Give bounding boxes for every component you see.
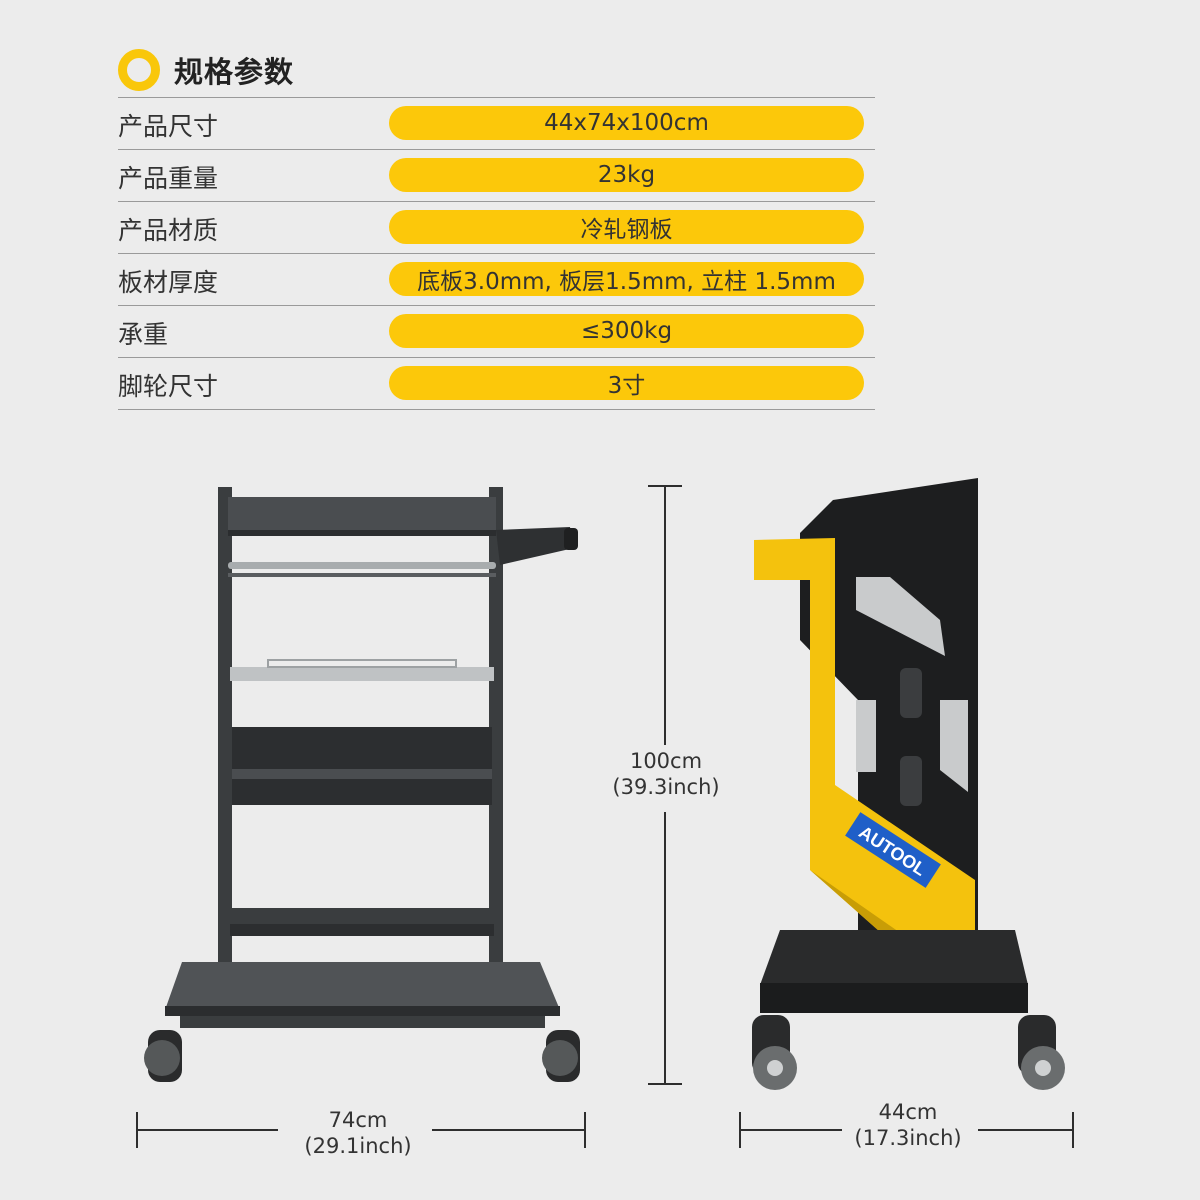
spec-row: 脚轮尺寸 3寸 — [118, 357, 875, 410]
spec-label: 脚轮尺寸 — [118, 372, 219, 401]
spec-row: 板材厚度 底板3.0mm, 板层1.5mm, 立柱 1.5mm — [118, 253, 875, 305]
dimension-lines — [136, 485, 1074, 1148]
depth-dimension: 44cm (17.3inch) — [840, 1099, 976, 1151]
spec-label: 产品尺寸 — [118, 112, 219, 141]
width-cm: 74cm — [328, 1108, 388, 1132]
spec-label: 产品材质 — [118, 216, 219, 245]
width-inch: (29.1inch) — [304, 1134, 412, 1158]
spec-label: 承重 — [118, 320, 169, 349]
spec-row: 产品尺寸 44x74x100cm — [118, 97, 875, 149]
spec-value: 23kg — [389, 158, 864, 192]
spec-value: 冷轧钢板 — [389, 210, 864, 244]
spec-title: 规格参数 — [174, 55, 295, 89]
width-dimension: 74cm (29.1inch) — [290, 1107, 426, 1159]
spec-value: ≤300kg — [389, 314, 864, 348]
height-cm: 100cm — [629, 749, 703, 773]
depth-inch: (17.3inch) — [854, 1126, 962, 1150]
spec-row: 承重 ≤300kg — [118, 305, 875, 357]
cart-side-view: AUTOOL — [752, 478, 1065, 1090]
spec-row: 产品重量 23kg — [118, 149, 875, 201]
spec-header: 规格参数 — [118, 48, 294, 92]
ring-icon — [118, 49, 160, 91]
spec-value: 底板3.0mm, 板层1.5mm, 立柱 1.5mm — [389, 262, 864, 296]
cart-front-view — [144, 487, 580, 1082]
spec-row: 产品材质 冷轧钢板 — [118, 201, 875, 253]
height-dimension: 100cm (39.3inch) — [598, 748, 734, 800]
spec-value: 44x74x100cm — [389, 106, 864, 140]
height-inch: (39.3inch) — [612, 775, 720, 799]
depth-cm: 44cm — [878, 1100, 938, 1124]
spec-label: 产品重量 — [118, 164, 219, 193]
spec-value: 3寸 — [389, 366, 864, 400]
spec-label: 板材厚度 — [118, 268, 219, 297]
spec-table: 产品尺寸 44x74x100cm 产品重量 23kg 产品材质 冷轧钢板 板材厚… — [118, 97, 875, 410]
